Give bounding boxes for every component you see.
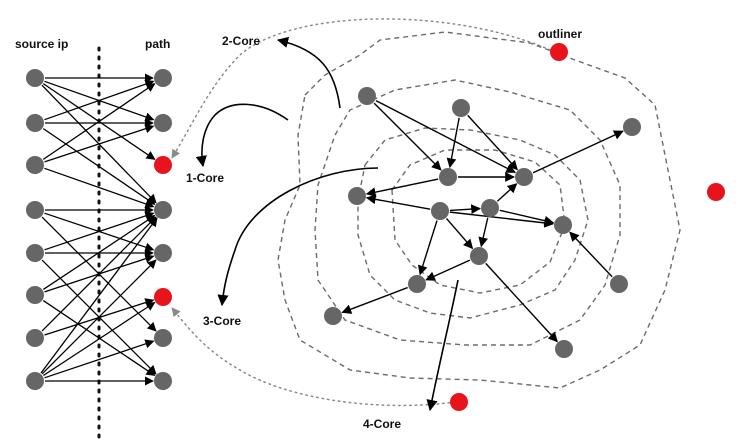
network-node [431, 202, 449, 220]
contour-4-core [391, 149, 566, 294]
outlier-node [707, 183, 725, 201]
network-node [439, 168, 457, 186]
label-outliner: outliner [538, 27, 582, 41]
network-edges [341, 99, 624, 343]
path-node [154, 114, 172, 132]
bipartite-edge [41, 259, 157, 375]
source-ip-node [26, 286, 44, 304]
path-node [154, 372, 172, 390]
network-edge [375, 99, 516, 174]
network-edge [365, 194, 431, 210]
outlier-node [550, 43, 568, 61]
label-4-core: 4-Core [363, 417, 401, 431]
network-node [623, 118, 641, 136]
source-ip-node [26, 156, 44, 174]
bipartite-nodes [26, 69, 172, 390]
label-1-core: 1-Core [186, 171, 224, 185]
network-edge [449, 211, 555, 228]
network-edge [569, 231, 613, 278]
path-node-outlier [154, 156, 172, 174]
bipartite-edges [40, 73, 158, 386]
label-source-ip: source ip [15, 37, 68, 51]
core-label-arrows [195, 36, 459, 412]
contour-3-core [357, 127, 589, 319]
bipartite-edge [44, 79, 155, 121]
bipartite-edge [41, 216, 157, 332]
path-node [154, 244, 172, 262]
bipartite-edge [42, 214, 156, 291]
network-node [358, 87, 376, 105]
bipartite-edge [42, 300, 156, 376]
label-path: path [145, 37, 170, 51]
path-node [154, 69, 172, 87]
k-core-contours [277, 31, 681, 389]
network-node [555, 340, 573, 358]
network-edge [449, 204, 481, 215]
network-edge [365, 178, 439, 197]
network-edge [496, 183, 518, 202]
dotted-link-outlier-top [171, 18, 556, 159]
network-edge [467, 114, 518, 171]
bipartite-edge [44, 211, 155, 251]
network-node [452, 99, 470, 117]
network-edge [373, 102, 442, 171]
bipartite-edge [43, 301, 156, 377]
network-node [408, 275, 426, 293]
outlier-node [450, 393, 468, 411]
network-edge [446, 117, 460, 169]
arrow-3-core [217, 167, 379, 307]
bipartite-edge [40, 217, 158, 374]
dotted-link-outlier-bottom [171, 307, 456, 407]
source-ip-node [26, 372, 44, 390]
network-edge [485, 262, 558, 343]
source-ip-node [26, 329, 44, 347]
network-node [610, 275, 628, 293]
arrow-4-core [426, 279, 459, 412]
bipartite-edge [44, 167, 155, 209]
path-node-outlier [154, 288, 172, 306]
source-ip-node [26, 114, 44, 132]
network-node [481, 199, 499, 217]
network-edge [417, 220, 438, 276]
bipartite-edge [42, 83, 156, 160]
bipartite-edge [44, 124, 155, 163]
network-node [515, 168, 533, 186]
source-ip-node [26, 69, 44, 87]
path-node [154, 201, 172, 219]
path-node [154, 329, 172, 347]
network-node [324, 307, 342, 325]
network-edge [425, 259, 471, 281]
network-nodes [324, 43, 725, 411]
network-edge [532, 130, 624, 174]
dotted-connectors [171, 18, 556, 407]
network-edge [478, 217, 489, 248]
network-node [470, 247, 488, 265]
network-edge [446, 218, 474, 250]
network-edge [341, 286, 408, 314]
bipartite-edge [42, 128, 156, 205]
arrow-2-core [276, 36, 341, 109]
arrow-1-core [195, 103, 289, 168]
network-node [554, 216, 572, 234]
label-3-core: 3-Core [203, 314, 241, 328]
label-2-core: 2-Core [222, 34, 260, 48]
source-ip-node [26, 201, 44, 219]
contour-2-core [314, 79, 621, 346]
source-ip-node [26, 244, 44, 262]
network-node [348, 187, 366, 205]
bipartite-edge [44, 339, 155, 379]
